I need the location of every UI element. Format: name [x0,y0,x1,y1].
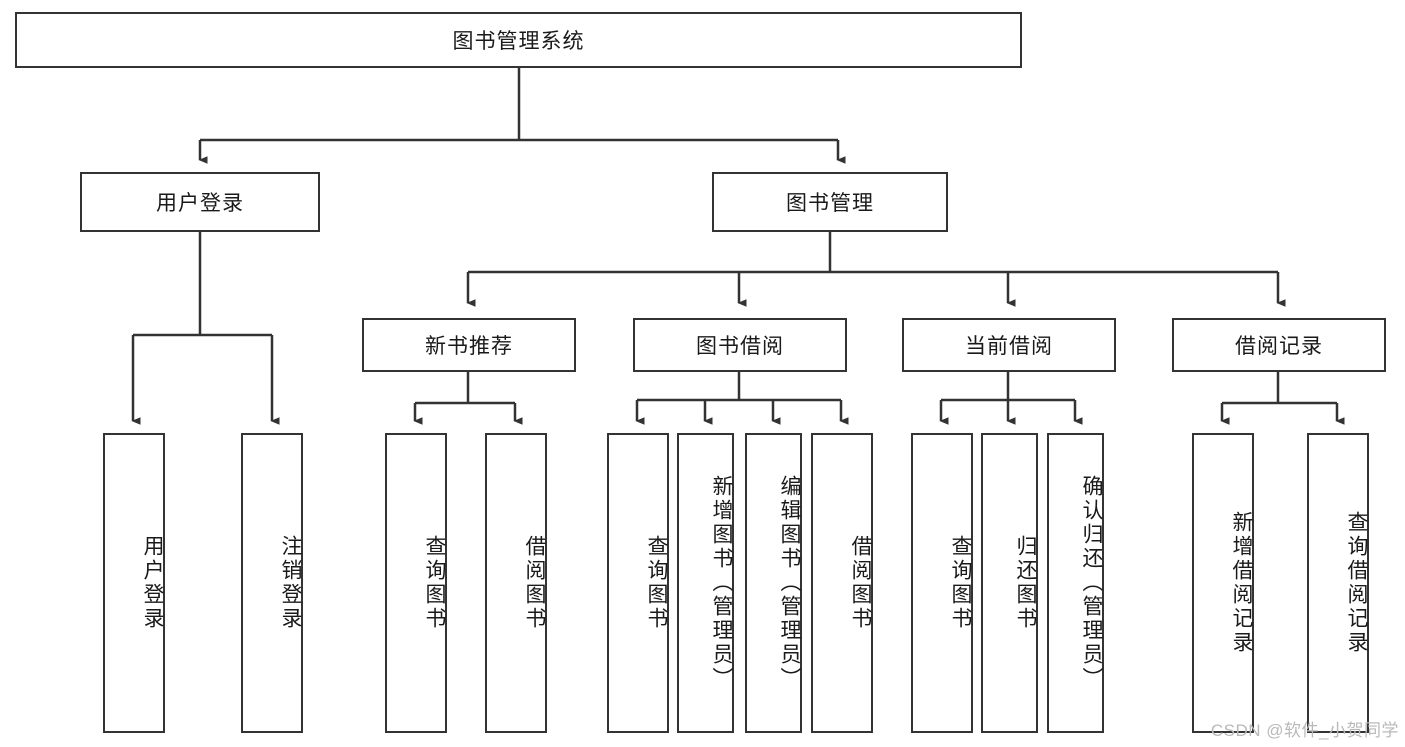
leaf-current-borrow-return[interactable]: 归还图书 [981,433,1038,733]
node-label: 图书借阅 [696,335,784,358]
node-new-book-recommend[interactable]: 新书推荐 [362,318,576,372]
node-book-borrow[interactable]: 图书借阅 [633,318,847,372]
node-label: 注销登录 [279,535,302,631]
leaf-book-borrow-add[interactable]: 新增图书（管理员） [677,433,734,733]
node-label: 查询图书 [423,535,446,631]
node-label: 新书推荐 [425,335,513,358]
csdn-watermark: CSDN @软件_小贺同学 [1210,721,1399,740]
node-root-system[interactable]: 图书管理系统 [15,12,1022,68]
node-user-login[interactable]: 用户登录 [80,172,320,232]
node-label: 编辑图书（管理员） [778,475,801,691]
leaf-current-borrow-confirm-return[interactable]: 确认归还（管理员） [1047,433,1104,733]
node-label: 借阅图书 [849,535,872,631]
node-label: 图书管理 [786,192,874,215]
node-label: 查询借阅记录 [1345,511,1368,655]
node-label: 用户登录 [156,192,244,215]
leaf-current-borrow-query[interactable]: 查询图书 [911,433,973,733]
node-label: 查询图书 [949,535,972,631]
leaf-borrow-record-query[interactable]: 查询借阅记录 [1307,433,1369,733]
node-label: 查询图书 [645,535,668,631]
node-label: 借阅图书 [523,535,546,631]
node-book-management[interactable]: 图书管理 [712,172,948,232]
node-label: 确认归还（管理员） [1080,475,1103,691]
node-label: 图书管理系统 [452,30,585,53]
leaf-book-borrow-query[interactable]: 查询图书 [607,433,669,733]
node-label: 新增图书（管理员） [710,475,733,691]
node-label: 归还图书 [1014,535,1037,631]
node-label: 借阅记录 [1235,335,1323,358]
node-current-borrow[interactable]: 当前借阅 [902,318,1116,372]
node-borrow-record[interactable]: 借阅记录 [1172,318,1386,372]
leaf-new-book-borrow[interactable]: 借阅图书 [485,433,547,733]
leaf-new-book-query[interactable]: 查询图书 [385,433,447,733]
leaf-borrow-record-add[interactable]: 新增借阅记录 [1192,433,1254,733]
leaf-book-borrow-borrow[interactable]: 借阅图书 [811,433,873,733]
node-label: 用户登录 [141,535,164,631]
leaf-user-login-logout[interactable]: 注销登录 [241,433,303,733]
node-label: 新增借阅记录 [1230,511,1253,655]
leaf-user-login-login[interactable]: 用户登录 [103,433,165,733]
node-label: 当前借阅 [965,335,1053,358]
leaf-book-borrow-edit[interactable]: 编辑图书（管理员） [745,433,802,733]
